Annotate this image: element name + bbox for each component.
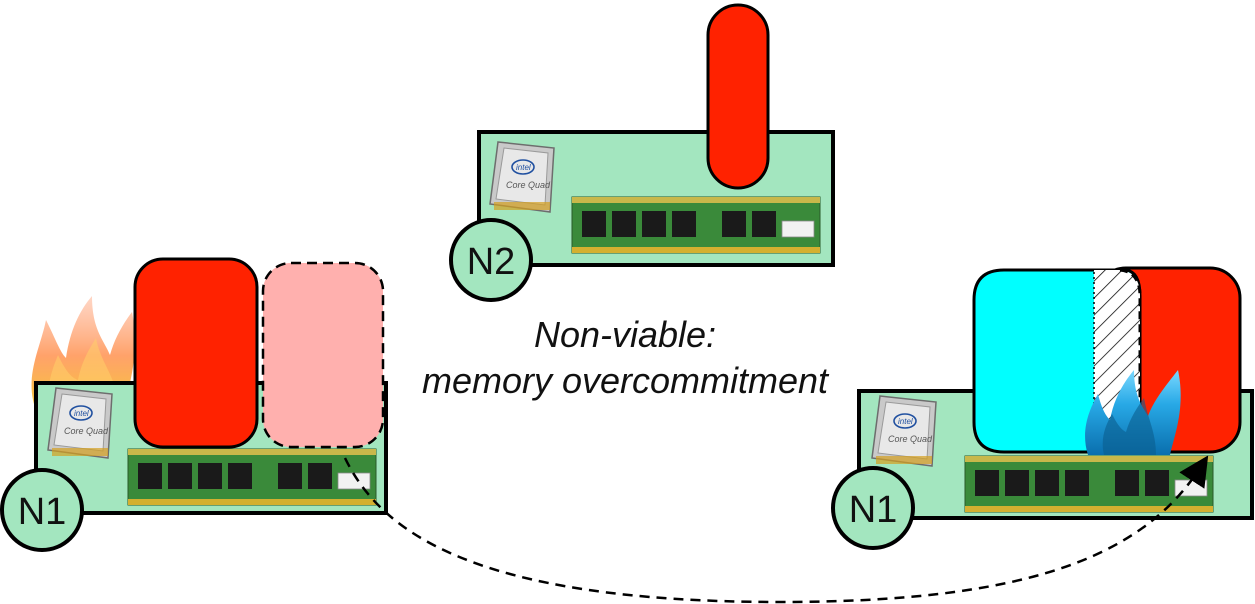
cpu-chip-icon [489,141,555,213]
memory-module-icon [964,455,1214,513]
node-label-right: N1 [849,489,898,531]
flame-icon [1085,370,1181,455]
migration-arrow [343,455,1209,604]
memory-module-icon [127,448,377,506]
vm-red-left [133,257,259,449]
node-label-left: N1 [18,491,67,533]
vm-red-top [706,3,770,190]
vm-ghost-migrating [261,261,385,449]
memory-module-icon [571,196,821,254]
node-badge-top: N2 [449,218,533,302]
node-badge-left: N1 [0,468,84,552]
node-badge-right: N1 [831,466,915,550]
caption-line-1: Non-viable: [533,314,717,355]
node-label-top: N2 [467,241,516,283]
caption-line-2: memory overcommitment [421,360,829,401]
cpu-chip-icon [47,387,113,459]
diagram-caption: Non-viable: memory overcommitment [395,312,855,404]
cpu-chip-icon [871,395,937,467]
